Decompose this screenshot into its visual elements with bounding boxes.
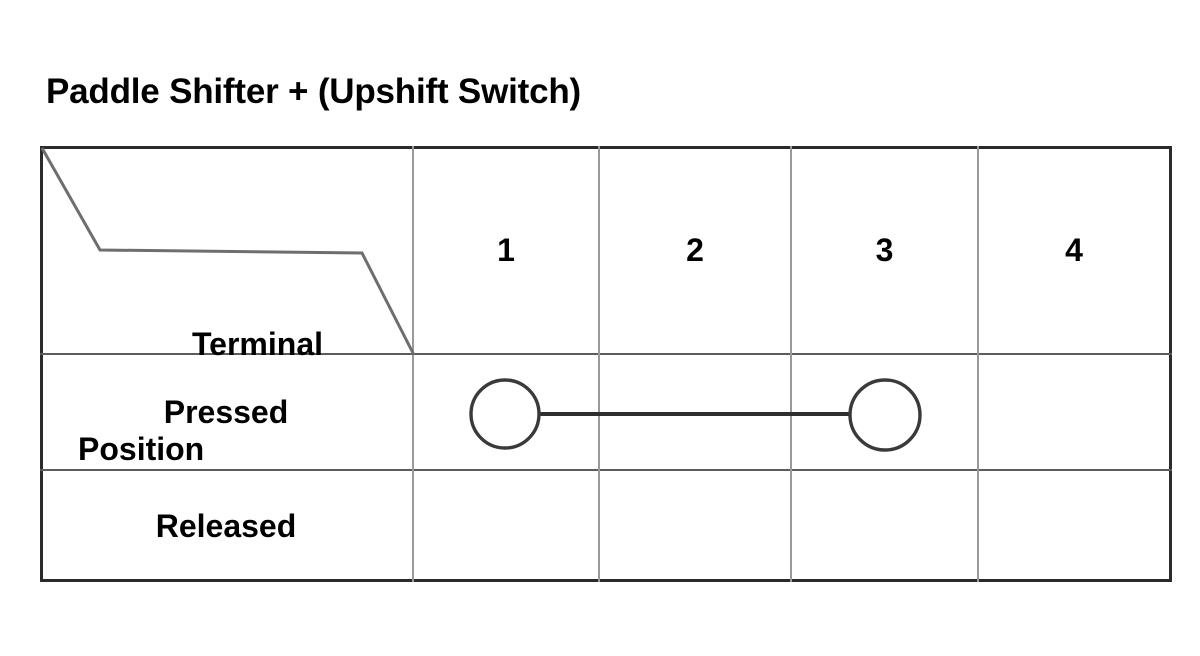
column-separator-1 — [412, 146, 414, 582]
pressed-row-separator — [40, 469, 1172, 471]
terminal-header-3: 3 — [875, 232, 894, 268]
position-label-released: Released — [155, 508, 297, 544]
header-row-separator — [40, 353, 1172, 355]
column-separator-4 — [977, 146, 979, 582]
position-label-pressed: Pressed — [163, 393, 289, 430]
page-title: Paddle Shifter + (Upshift Switch) — [46, 72, 581, 111]
corner-header-cell: Terminal Position — [40, 146, 416, 467]
corner-column-axis-label: Terminal — [192, 326, 323, 362]
corner-row-axis-label: Position — [78, 431, 205, 467]
terminal-header-4: 4 — [1065, 232, 1083, 268]
corner-diagonal-divider — [40, 147, 416, 356]
column-separator-3 — [790, 146, 792, 582]
terminal-header-1: 1 — [497, 232, 515, 268]
terminal-header-2: 2 — [686, 232, 704, 268]
continuity-table: Terminal Position 1 2 3 4 Pressed Releas… — [40, 146, 1172, 582]
column-separator-2 — [598, 146, 600, 582]
table-outer-border — [40, 146, 1172, 582]
